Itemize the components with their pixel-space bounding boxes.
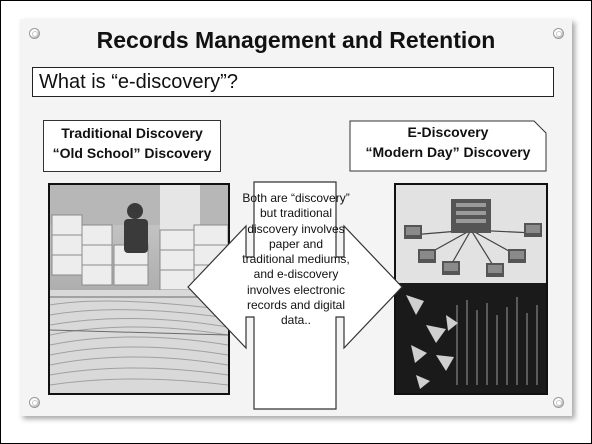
slide-title: Records Management and Retention xyxy=(96,27,496,53)
comparison-text: Both are “discovery” but traditional dis… xyxy=(242,191,350,328)
digital-data-photo-icon xyxy=(396,185,546,393)
ediscovery-label-line2: “Modern Day” Discovery xyxy=(365,144,531,160)
traditional-label-line2: “Old School” Discovery xyxy=(52,145,212,161)
rivet-icon xyxy=(29,28,40,39)
traditional-label-line1: Traditional Discovery xyxy=(61,125,203,141)
rivet-icon xyxy=(29,397,40,408)
rivet-icon xyxy=(553,397,564,408)
comparison-arrow-icon xyxy=(187,181,403,410)
digital-data-photo xyxy=(394,183,548,395)
slide-card: Records Management and Retention What is… xyxy=(20,19,572,416)
rivet-icon xyxy=(553,28,564,39)
ediscovery-label-frame xyxy=(349,120,547,172)
ediscovery-label-line1: E-Discovery xyxy=(407,124,489,140)
slide-subtitle: What is “e-discovery”? xyxy=(32,67,554,97)
ediscovery-label: E-Discovery “Modern Day” Discovery xyxy=(349,120,547,172)
traditional-discovery-label: Traditional Discovery “Old School” Disco… xyxy=(43,120,221,172)
